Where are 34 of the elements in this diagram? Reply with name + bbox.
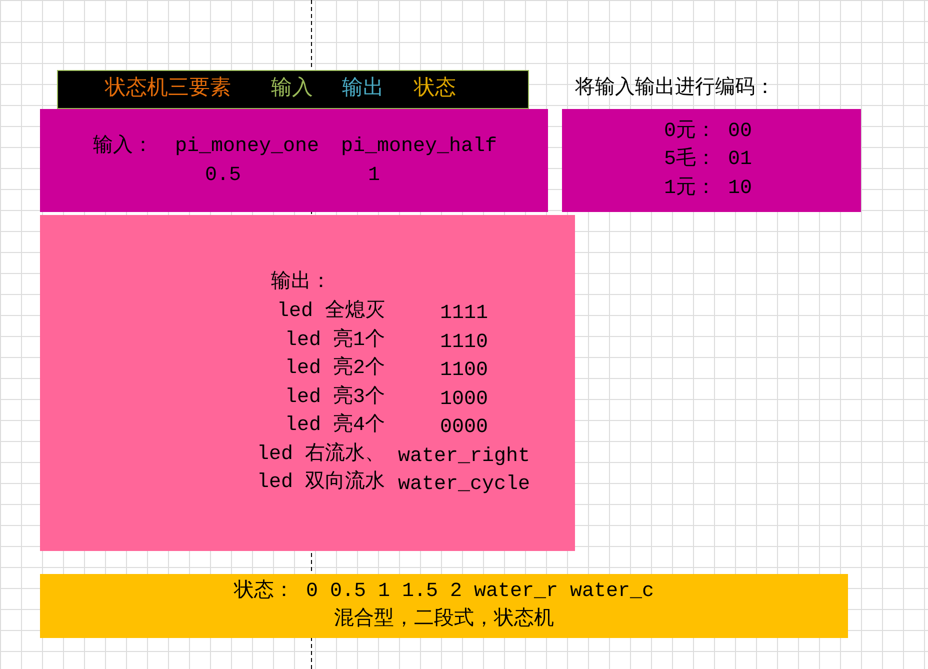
text-line: 状态： 0 0.5 1 1.5 2 water_r water_c bbox=[234, 580, 654, 604]
row-label: led 双向流水 bbox=[256, 471, 385, 495]
row-label: led 亮3个 bbox=[284, 386, 385, 410]
code-value: 1100 bbox=[440, 359, 488, 383]
code-value: 1111 bbox=[440, 302, 488, 326]
text-line: 1 bbox=[368, 164, 380, 188]
code-value: 0000 bbox=[440, 416, 488, 440]
row-label: led 全熄灭 bbox=[276, 300, 385, 324]
text-line: 1元： 10 bbox=[664, 177, 752, 201]
row-label: led 亮1个 bbox=[284, 328, 385, 352]
code-value: 1000 bbox=[440, 388, 488, 412]
input-panel bbox=[40, 109, 548, 212]
heading-text: 状态机三要素 bbox=[105, 78, 231, 102]
text-line: 输出 bbox=[342, 78, 384, 102]
row-label: led 亮4个 bbox=[284, 414, 385, 438]
title-banner bbox=[57, 70, 529, 109]
code-value: water_cycle bbox=[398, 473, 530, 497]
text-line: 状态 bbox=[414, 78, 456, 102]
text-line: 输入 bbox=[271, 78, 313, 102]
state-panel bbox=[40, 574, 848, 638]
row-label: led 亮2个 bbox=[284, 357, 385, 381]
text-line: 5毛： 01 bbox=[664, 148, 752, 172]
heading-text: 将输入输出进行编码： bbox=[575, 77, 775, 101]
heading-text: 输出： bbox=[271, 271, 331, 295]
code-value: water_right bbox=[398, 444, 530, 468]
text-line: 混合型，二段式，状态机 bbox=[334, 608, 554, 632]
code-value: 1110 bbox=[440, 330, 488, 354]
text-line: 0元： 00 bbox=[664, 120, 752, 144]
output-panel bbox=[40, 215, 575, 551]
text-line: 0.5 bbox=[205, 164, 242, 188]
text-line: pi_money_half bbox=[341, 135, 498, 159]
text-line: pi_money_one bbox=[175, 135, 320, 159]
heading-text: 输入： bbox=[93, 135, 153, 159]
row-label: led 右流水、 bbox=[256, 442, 385, 466]
